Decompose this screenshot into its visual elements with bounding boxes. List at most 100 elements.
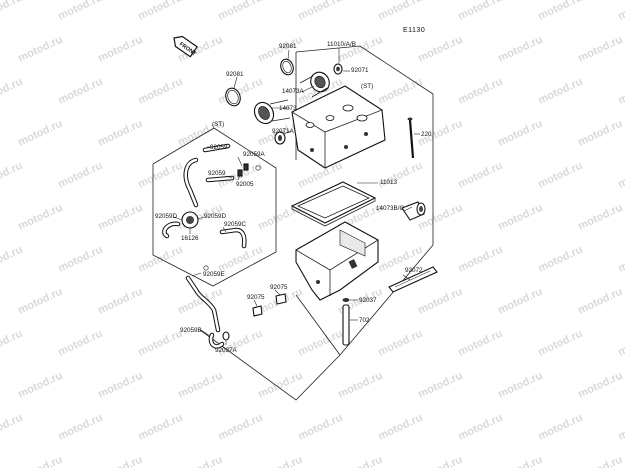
watermark-text: motod.ru <box>496 454 544 468</box>
label-92037: 92037 <box>359 297 377 304</box>
watermark-text: motod.ru <box>16 370 64 401</box>
hose-92059d-left-icon <box>162 221 181 239</box>
watermark-text: motod.ru <box>96 34 144 65</box>
watermark-text: motod.ru <box>136 328 184 359</box>
watermark-text: motod.ru <box>376 0 424 23</box>
watermark-text: motod.ru <box>416 454 464 468</box>
watermark-text: motod.ru <box>0 160 24 191</box>
watermark-text: motod.ru <box>536 0 584 23</box>
watermark-text: motod.ru <box>536 76 584 107</box>
label-92081-left: 92081 <box>226 71 244 78</box>
watermark-text: motod.ru <box>296 328 344 359</box>
o-ring-top-icon <box>280 58 294 76</box>
watermark-text: motod.ru <box>336 454 384 468</box>
watermark-text: motod.ru <box>616 160 625 191</box>
watermark-text: motod.ru <box>176 454 224 468</box>
label-92059c: 92059C <box>224 221 247 228</box>
watermark-text: motod.ru <box>376 160 424 191</box>
assembly-frame <box>199 45 434 401</box>
label-92059e: 92059E <box>203 271 225 278</box>
leader-lines <box>173 48 420 345</box>
st-left-box <box>152 127 277 287</box>
watermark-text: motod.ru <box>256 370 304 401</box>
watermark-text: motod.ru <box>536 412 584 443</box>
diagram-code: E1130 <box>403 27 425 34</box>
watermark-text: motod.ru <box>176 370 224 401</box>
drain-tube-702-icon <box>342 298 350 346</box>
watermark-text: motod.ru <box>16 202 64 233</box>
watermark-text: motod.ru <box>96 286 144 317</box>
watermark-text: motod.ru <box>616 76 625 107</box>
watermark-text: motod.ru <box>216 76 264 107</box>
o-ring-left-icon <box>225 87 241 107</box>
cap-92075a-icon <box>252 305 263 317</box>
watermark-text: motod.ru <box>496 286 544 317</box>
bolt-220-icon <box>407 117 415 159</box>
label-14073: 14073 <box>279 105 297 112</box>
breather-hose-92059-icon <box>183 143 231 208</box>
watermark-text: motod.ru <box>616 328 625 359</box>
watermark-text: motod.ru <box>496 34 544 65</box>
watermark-text: motod.ru <box>616 412 625 443</box>
watermark-text: motod.ru <box>536 160 584 191</box>
label-14073bc: 14073B/C <box>376 205 404 212</box>
watermark-text: motod.ru <box>496 202 544 233</box>
watermark-text: motod.ru <box>456 160 504 191</box>
watermark-text: motod.ru <box>456 0 504 23</box>
watermark-text: motod.ru <box>16 34 64 65</box>
watermark-text: motod.ru <box>96 118 144 149</box>
watermark-text: motod.ru <box>56 160 104 191</box>
hose-92059e-icon <box>185 275 221 333</box>
watermark-text: motod.ru <box>256 454 304 468</box>
label-st-left: (ST) <box>212 121 224 128</box>
watermark-text: motod.ru <box>496 370 544 401</box>
label-92071a: 92071A <box>272 128 295 135</box>
clamp-92071a-icon <box>274 131 286 145</box>
label-92059d-right: 92059D <box>204 213 227 220</box>
watermark-text: motod.ru <box>336 370 384 401</box>
duct-14073a-icon <box>299 71 330 98</box>
watermark-text: motod.ru <box>56 412 104 443</box>
clamp-92037a-icon <box>222 331 230 341</box>
watermark-text: motod.ru <box>336 34 384 65</box>
watermark-text: motod.ru <box>56 244 104 275</box>
label-92075-right: 92075 <box>270 284 288 291</box>
fitting-92005-icon <box>237 163 249 177</box>
ref-marker-icons <box>203 165 261 271</box>
label-702: 702 <box>359 317 370 324</box>
label-11013: 11013 <box>380 179 398 186</box>
duct-14073-icon <box>253 99 291 125</box>
watermark-text: motod.ru <box>376 328 424 359</box>
watermark-text: motod.ru <box>576 202 624 233</box>
watermark-text: motod.ru <box>456 412 504 443</box>
label-92037a: 92037A <box>215 347 238 354</box>
label-92072: 92072 <box>405 267 423 274</box>
watermark-text: motod.ru <box>576 286 624 317</box>
watermark-text: motod.ru <box>296 0 344 23</box>
watermark-text: motod.ru <box>496 118 544 149</box>
label-92071: 92071 <box>351 67 369 74</box>
watermark-text: motod.ru <box>0 412 24 443</box>
frame-line-bottom <box>295 294 341 356</box>
watermark-text: motod.ru <box>0 244 24 275</box>
watermark-text: motod.ru <box>416 370 464 401</box>
watermark-text: motod.ru <box>416 286 464 317</box>
watermark-text: motod.ru <box>456 244 504 275</box>
duct-14073bc-icon <box>401 201 426 221</box>
watermark-text: motod.ru <box>0 76 24 107</box>
watermark-text: motod.ru <box>136 76 184 107</box>
watermark-text: motod.ru <box>16 454 64 468</box>
label-92081-top: 92081 <box>279 43 297 50</box>
watermark-text: motod.ru <box>456 328 504 359</box>
o-ring-left-inner <box>227 89 239 105</box>
watermark-text: motod.ru <box>576 370 624 401</box>
label-92059-top: 92059 <box>210 144 228 151</box>
watermark-text: motod.ru <box>16 286 64 317</box>
label-220: 220 <box>421 131 432 138</box>
watermark-text: motod.ru <box>456 76 504 107</box>
label-14073a: 14073A <box>282 88 305 95</box>
watermark-text: motod.ru <box>136 412 184 443</box>
air-filter-element-icon <box>290 181 377 227</box>
watermark-text: motod.ru <box>536 244 584 275</box>
